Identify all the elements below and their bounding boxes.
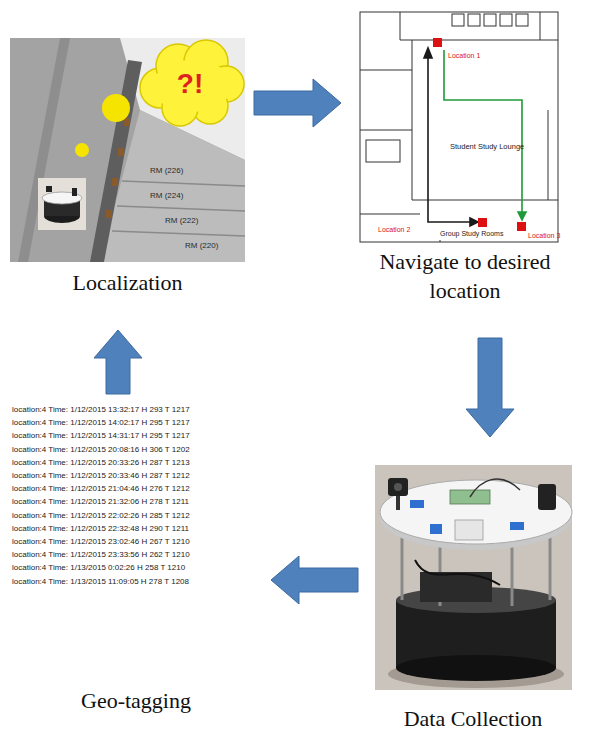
log-line: location:4 Time: 1/12/2015 14:02:17 H 29… [12, 418, 190, 427]
location-label: Location 1 [448, 52, 480, 60]
block-arrow [254, 79, 341, 127]
log-line: location:4 Time: 1/12/2015 21:04:46 H 27… [12, 484, 190, 493]
block-arrow [271, 556, 358, 604]
room-label: RM (220) [185, 241, 218, 250]
stage-panel: Localization [5, 35, 250, 300]
room-label: Group Study Rooms [440, 230, 503, 238]
stage-caption: Navigate to desired location [349, 247, 581, 306]
stage-caption: Data Collection [404, 704, 543, 734]
log-line: location:4 Time: 1/12/2015 21:32:06 H 27… [12, 497, 189, 506]
floor-plan [360, 12, 558, 242]
log-line: location:4 Time: 1/12/2015 20:33:46 H 28… [12, 471, 190, 480]
log-line: location:4 Time: 1/12/2015 22:02:26 H 28… [12, 511, 190, 520]
stage-panel: Data Collection [362, 462, 584, 736]
block-arrow [466, 338, 514, 437]
log-line: location:4 Time: 1/13/2015 11:09:05 H 27… [12, 577, 189, 586]
log-line: location:4 Time: 1/12/2015 20:33:26 H 28… [12, 458, 190, 467]
room-label: RM (226) [150, 166, 183, 175]
log-line: location:4 Time: 1/12/2015 23:33:56 H 26… [12, 550, 190, 559]
log-line: location:4 Time: 1/12/2015 23:02:46 H 26… [12, 537, 190, 546]
robot-photo [375, 465, 572, 690]
stage-caption: Geo-tagging [81, 686, 191, 716]
block-arrow [94, 330, 142, 394]
log-line: location:4 Time: 1/12/2015 13:32:17 H 29… [12, 405, 190, 414]
log-line: location:4 Time: 1/12/2015 22:32:48 H 29… [12, 524, 189, 533]
localization-render [10, 38, 245, 262]
location-label: Location 3 [528, 232, 560, 240]
room-label: Student Study Lounge [450, 143, 524, 152]
cloud-text: ?! [168, 68, 212, 100]
log-line: location:4 Time: 1/12/2015 14:31:17 H 29… [12, 431, 190, 440]
log-line: location:4 Time: 1/13/2015 0:02:26 H 258… [12, 563, 185, 572]
log-line: location:4 Time: 1/12/2015 20:08:16 H 30… [12, 445, 190, 454]
room-label: RM (224) [150, 191, 183, 200]
stage-caption: Localization [73, 268, 183, 298]
room-label: RM (222) [165, 216, 198, 225]
location-label: Location 2 [378, 226, 410, 234]
